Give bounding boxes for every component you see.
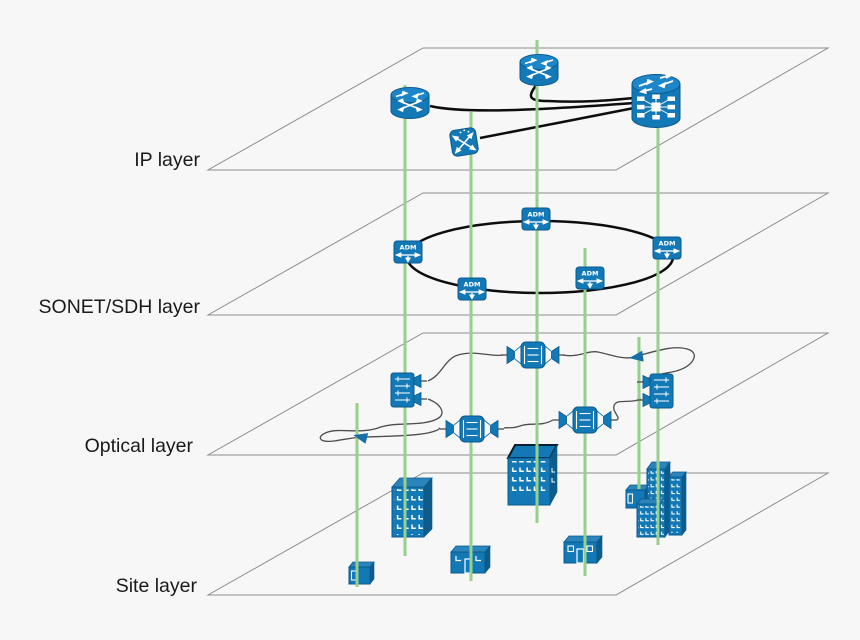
site-layer-label: Site layer bbox=[116, 575, 198, 597]
adm-node-bottom-left: ADM bbox=[457, 277, 487, 301]
site-layer-plane bbox=[206, 472, 830, 596]
optical-layer-label: Optical layer bbox=[85, 435, 194, 457]
optical-amp-top bbox=[500, 341, 566, 369]
router-top bbox=[519, 53, 559, 87]
fiber-mux-left-to-amp-bottom bbox=[319, 398, 443, 443]
adm-node-right: ADM bbox=[652, 236, 682, 260]
fiber-amp-right-to-amp-bottom bbox=[503, 419, 554, 429]
ip-link-left-router-core bbox=[429, 101, 635, 112]
adm-label: ADM bbox=[528, 211, 545, 219]
adm-label: ADM bbox=[582, 270, 599, 278]
ip-layer-plane bbox=[206, 47, 830, 171]
campus-lower-building bbox=[636, 498, 665, 538]
sonet-ring bbox=[405, 219, 675, 295]
router-left bbox=[390, 86, 430, 120]
atm-switch bbox=[448, 126, 480, 158]
sonet-layer-plane bbox=[206, 192, 830, 316]
adm-label: ADM bbox=[400, 244, 417, 252]
optical-mux-left bbox=[390, 372, 428, 408]
core-router bbox=[631, 73, 681, 129]
optical-amp-right bbox=[552, 406, 618, 434]
ip-link-switch-core bbox=[479, 106, 635, 140]
optical-amp-bottom bbox=[439, 415, 505, 443]
adm-node-bottom-right: ADM bbox=[575, 266, 605, 290]
small-building-2 bbox=[563, 535, 603, 564]
campus-buildings bbox=[625, 461, 687, 538]
small-site-box bbox=[348, 561, 375, 585]
optical-fibers bbox=[319, 347, 695, 443]
ip-link-top-router-core bbox=[529, 83, 635, 103]
small-building-1 bbox=[450, 545, 491, 574]
adm-label: ADM bbox=[464, 281, 481, 289]
optical-mux-right bbox=[636, 373, 674, 409]
adm-node-left: ADM bbox=[393, 240, 423, 264]
optical-layer-plane bbox=[206, 332, 830, 456]
adm-label: ADM bbox=[659, 240, 676, 248]
fiber-mux-left-to-amp-top bbox=[427, 352, 504, 382]
fiber-mux-right-to-amp-right bbox=[613, 398, 642, 421]
site-buildings bbox=[348, 444, 687, 585]
ip-layer-label: IP layer bbox=[134, 149, 200, 171]
flow-arrow-left-icon bbox=[351, 429, 369, 444]
ip-links bbox=[429, 83, 635, 140]
adm-node-top: ADM bbox=[521, 207, 551, 231]
office-building bbox=[391, 477, 433, 538]
fiber-amp-top-to-mux-right bbox=[562, 347, 695, 383]
sonet-layer-label: SONET/SDH layer bbox=[39, 296, 201, 318]
large-building bbox=[506, 444, 559, 506]
campus-right-building bbox=[668, 471, 687, 536]
